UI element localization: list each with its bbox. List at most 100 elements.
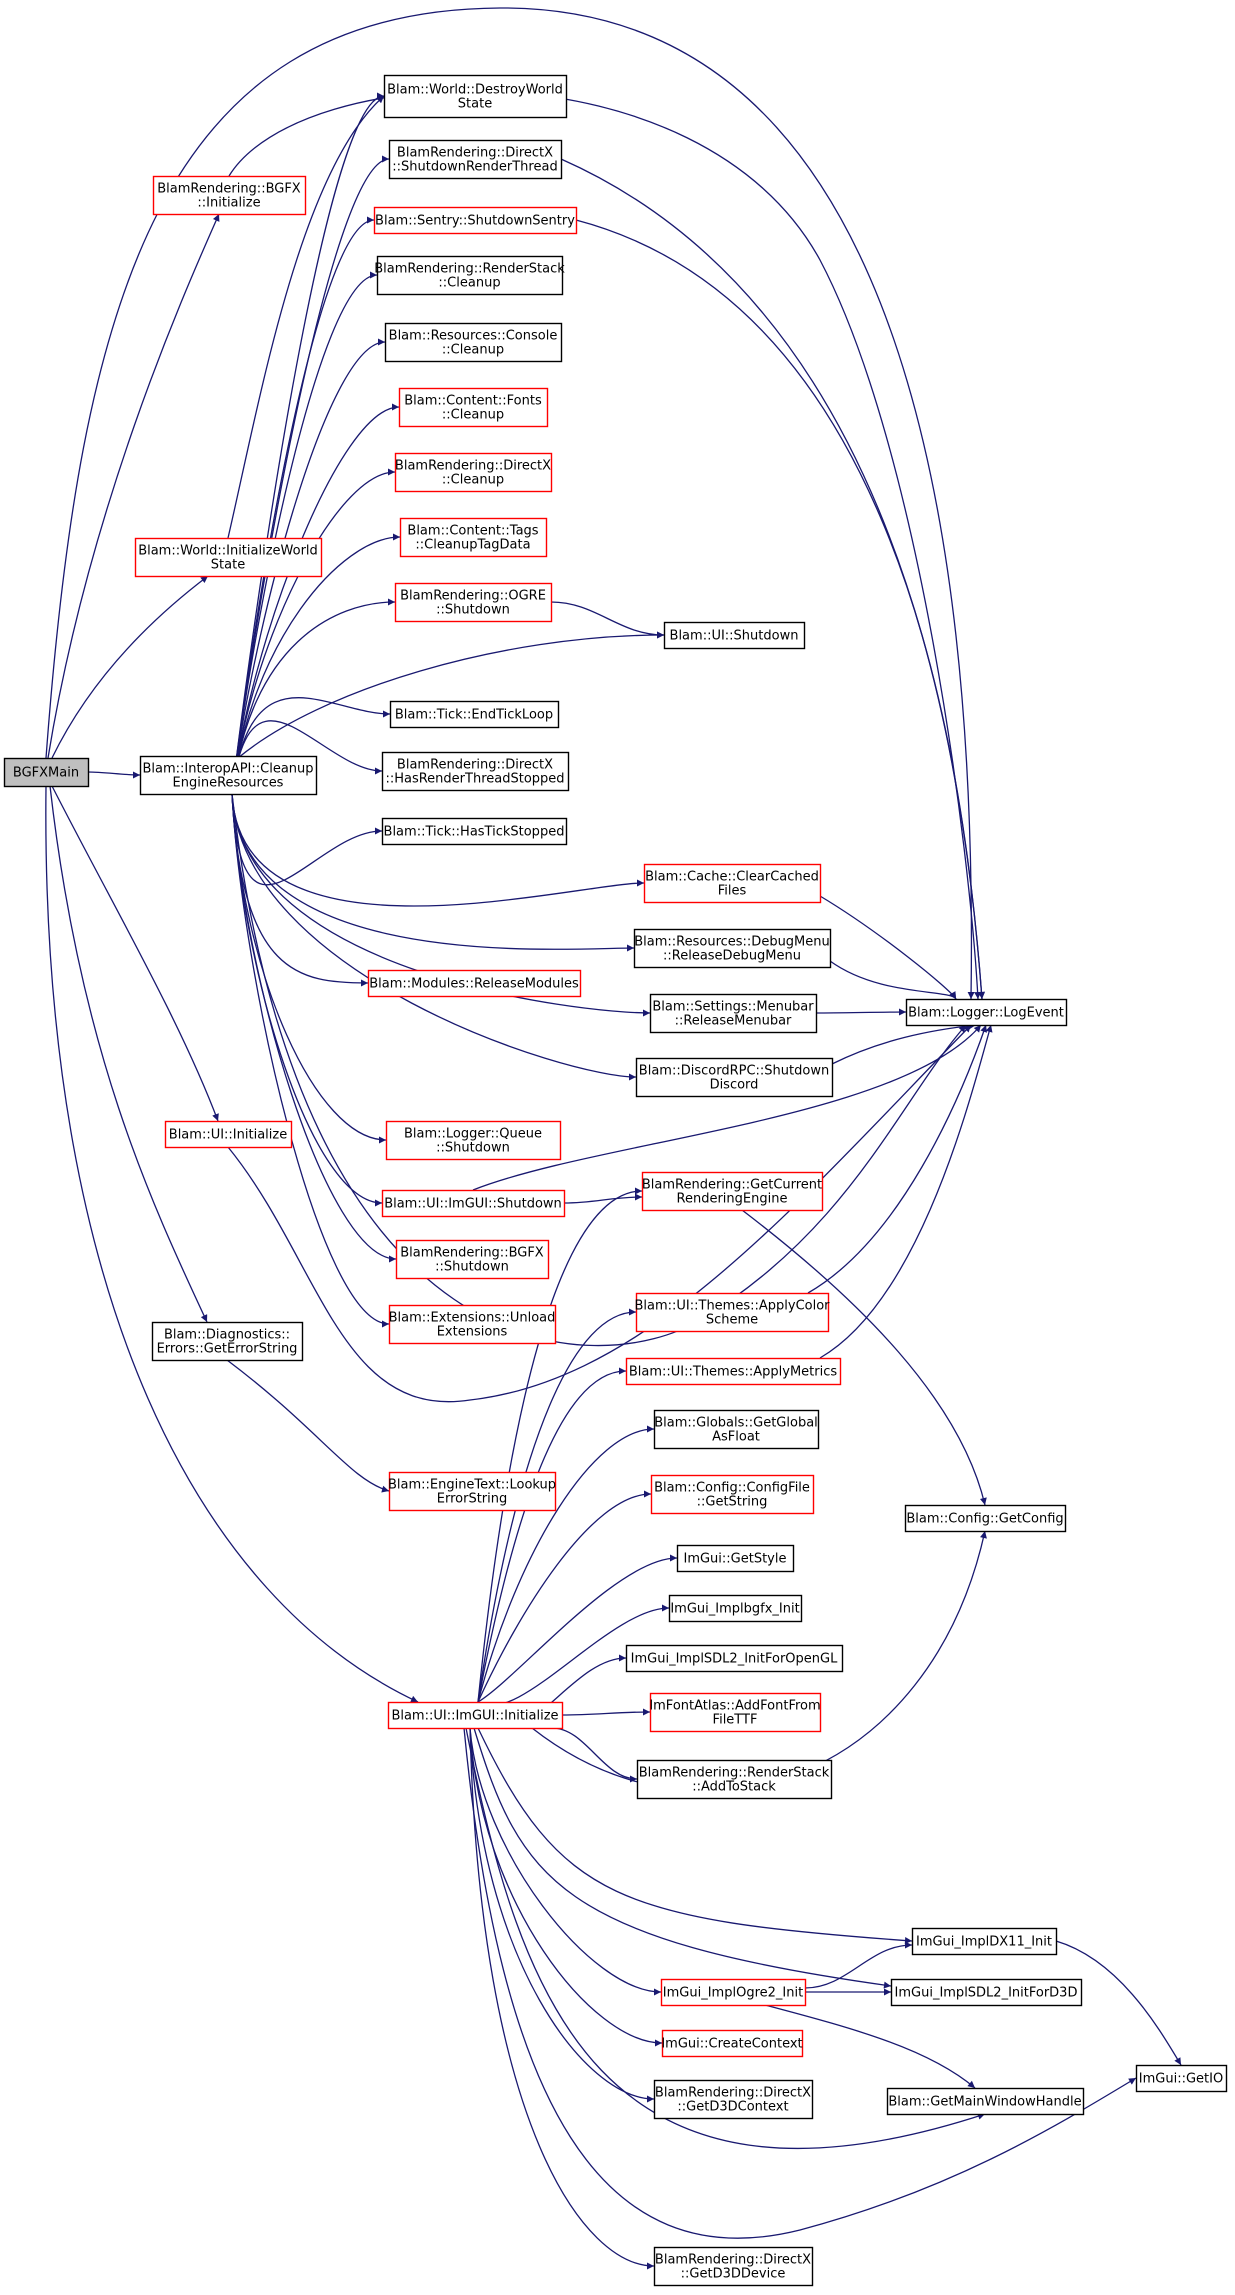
node-box (650, 1474, 815, 1515)
node-applymetrics[interactable]: Blam::UI::Themes::ApplyMetrics (625, 1357, 842, 1386)
node-box (383, 74, 568, 119)
node-getd3dctx[interactable]: BlamRendering::DirectX::GetD3DContext (653, 2079, 814, 2120)
node-tags-cleanup[interactable]: Blam::Content::Tags::CleanupTagData (399, 517, 548, 558)
node-label: Blam::Logger::Queue (404, 1127, 542, 1142)
node-box (384, 322, 563, 363)
node-getio[interactable]: ImGui::GetIO (1135, 2064, 1228, 2093)
edge-imguiinit-getstyle (477, 1554, 678, 1703)
node-getstyle[interactable]: ImGui::GetStyle (676, 1544, 795, 1573)
node-releasemodules[interactable]: Blam::Modules::ReleaseModules (367, 969, 582, 998)
node-label: ImGui::GetIO (1139, 2072, 1223, 2087)
node-label: Scheme (706, 1313, 758, 1328)
node-bgfxmain[interactable]: BGFXMain (3, 757, 90, 788)
node-label: ::Initialize (197, 196, 260, 211)
node-mainwnd[interactable]: Blam::GetMainWindowHandle (886, 2087, 1085, 2116)
node-endtickloop[interactable]: Blam::Tick::EndTickLoop (389, 700, 560, 729)
node-label: ImGui::GetStyle (683, 1552, 786, 1567)
node-box (641, 1171, 824, 1212)
node-label: ImFontAtlas::AddFontFrom (649, 1699, 820, 1714)
edge-cleanup-hastickstopped (231, 793, 383, 886)
node-imgui-shutdown[interactable]: Blam::UI::ImGUI::Shutdown (381, 1189, 566, 1218)
edge-imguiinit-ogre2init (469, 1727, 662, 1996)
node-label: ImGui_ImplSDL2_InitForD3D (895, 1986, 1078, 2001)
node-hasrtstopped[interactable]: BlamRendering::DirectX::HasRenderThreadS… (381, 751, 570, 792)
edge-imguiinit-getd3ddev (469, 1727, 655, 2270)
node-addtostack[interactable]: BlamRendering::RenderStack::AddToStack (636, 1759, 833, 1800)
node-box (661, 2029, 804, 2058)
node-label: BlamRendering::DirectX (397, 146, 553, 161)
node-label: ::Cleanup (442, 473, 504, 488)
node-label: ::GetD3DDevice (681, 2267, 786, 2282)
node-label: Blam::UI::Themes::ApplyMetrics (629, 1365, 838, 1380)
node-hastickstopped[interactable]: Blam::Tick::HasTickStopped (381, 817, 568, 846)
node-box (635, 1292, 830, 1333)
node-ogre2init[interactable]: ImGui_ImplOgre2_Init (660, 1978, 807, 2007)
edge-imguiinit-getglobal (477, 1425, 655, 1703)
node-label: Blam::Extensions::Unload (389, 1311, 556, 1326)
node-label: ::ReleaseMenubar (675, 1014, 792, 1029)
node-label: Blam::World::InitializeWorld (138, 544, 318, 559)
node-configfile[interactable]: Blam::Config::ConfigFile::GetString (650, 1474, 815, 1515)
node-imgui-init[interactable]: Blam::UI::ImGUI::Initialize (387, 1701, 564, 1730)
node-label: ::GetString (697, 1495, 768, 1510)
node-box (635, 1057, 834, 1098)
node-ui-init[interactable]: Blam::UI::Initialize (164, 1120, 293, 1149)
edge-ogre2-dx11 (804, 1941, 913, 1989)
node-bgfx-init[interactable]: BlamRendering::BGFX::Initialize (152, 175, 307, 216)
node-createctx[interactable]: ImGui::CreateContext (661, 2029, 804, 2058)
node-box (394, 452, 553, 493)
node-sdl2d3d[interactable]: ImGui_ImplSDL2_InitForD3D (890, 1978, 1083, 2007)
node-bgfx-shutdown[interactable]: BlamRendering::BGFX::Shutdown (395, 1239, 550, 1280)
node-label: Blam::DiscordRPC::Shutdown (639, 1064, 829, 1079)
node-box (381, 751, 570, 792)
edge-main-logevent (45, 7, 975, 1000)
node-dx-cleanup[interactable]: BlamRendering::DirectX::Cleanup (394, 452, 553, 493)
node-label: Discord (710, 1078, 759, 1093)
node-fonts-cleanup[interactable]: Blam::Content::Fonts::Cleanup (398, 387, 549, 428)
node-sdl2gl[interactable]: ImGui_ImplSDL2_InitForOpenGL (625, 1644, 844, 1673)
node-getd3ddev[interactable]: BlamRendering::DirectX::GetD3DDevice (653, 2246, 814, 2287)
edge-applycolor-logevent (807, 1024, 988, 1294)
node-sentry[interactable]: Blam::Sentry::ShutdownSentry (373, 206, 578, 235)
node-label: RenderingEngine (677, 1192, 788, 1207)
node-label: ::ReleaseDebugMenu (663, 949, 801, 964)
node-implbgfx[interactable]: ImGui_Implbgfx_Init (668, 1594, 803, 1623)
node-label: BlamRendering::BGFX (400, 1246, 544, 1261)
node-label: State (211, 558, 245, 573)
node-dx-shutdown-rt[interactable]: BlamRendering::DirectX::ShutdownRenderTh… (388, 139, 563, 180)
edge-worldinit-destroy (227, 95, 385, 539)
node-renderstack-cleanup[interactable]: BlamRendering::RenderStack::Cleanup (374, 255, 565, 296)
node-box (381, 817, 568, 846)
node-console-cleanup[interactable]: Blam::Resources::Console::Cleanup (384, 322, 563, 363)
node-ui-shutdown[interactable]: Blam::UI::Shutdown (663, 621, 806, 650)
node-diag[interactable]: Blam::Diagnostics::Errors::GetErrorStrin… (151, 1321, 304, 1362)
node-debugmenu[interactable]: Blam::Resources::DebugMenu::ReleaseDebug… (633, 928, 832, 969)
edge-cleanup-renderstack_cleanup (231, 271, 378, 795)
edge-bgfxinit-logevent (228, 90, 982, 1000)
edge-cleanup-ui_shutdown (237, 631, 665, 759)
edge-sentry-logevent (575, 219, 985, 1000)
node-getconfig[interactable]: Blam::Config::GetConfig (904, 1504, 1067, 1533)
node-label: ::Shutdown (435, 1260, 509, 1275)
node-label: BlamRendering::GetCurrent (642, 1178, 822, 1193)
node-label: Blam::Cache::ClearCached (645, 870, 819, 885)
node-logevent[interactable]: Blam::Logger::LogEvent (905, 998, 1068, 1027)
node-label: Blam::UI::Shutdown (670, 629, 799, 644)
node-box (385, 1120, 562, 1161)
node-dx11init[interactable]: ImGui_ImplDX11_Init (911, 1927, 1058, 1956)
node-ogre-shutdown[interactable]: BlamRendering::OGRE::Shutdown (394, 582, 553, 623)
node-menubar[interactable]: Blam::Settings::Menubar::ReleaseMenubar (649, 993, 818, 1034)
node-loggerqueue[interactable]: Blam::Logger::Queue::Shutdown (385, 1120, 562, 1161)
node-label: Blam::Config::ConfigFile (654, 1481, 810, 1496)
